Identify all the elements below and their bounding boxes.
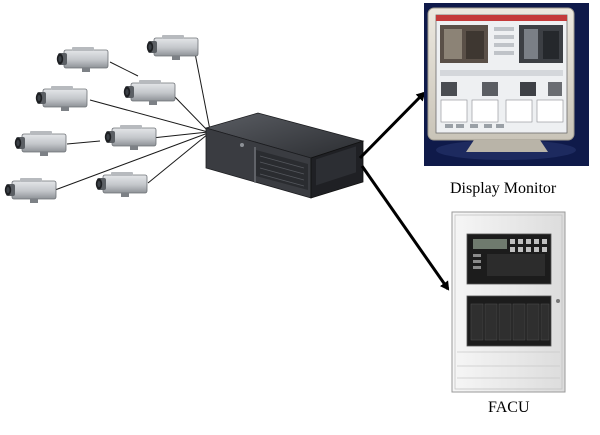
camera-7: [95, 171, 148, 198]
camera-5: [104, 124, 157, 151]
facu-label: FACU: [488, 399, 530, 416]
server: [204, 112, 365, 199]
arrow-to-monitor: [358, 91, 426, 160]
display-monitor: [424, 3, 589, 166]
ip-camera-group: [4, 34, 199, 204]
facu-panel: [451, 211, 566, 393]
camera-6: [14, 130, 67, 157]
output-arrows: [358, 91, 450, 291]
arrow-to-facu: [360, 165, 450, 291]
camera-8: [4, 177, 57, 204]
camera-connection-lines: [54, 47, 211, 191]
camera-4: [35, 85, 88, 112]
camera-1: [146, 34, 199, 61]
display-monitor-label: Display Monitor: [450, 180, 557, 197]
camera-2: [56, 46, 109, 73]
camera-3: [123, 79, 176, 106]
